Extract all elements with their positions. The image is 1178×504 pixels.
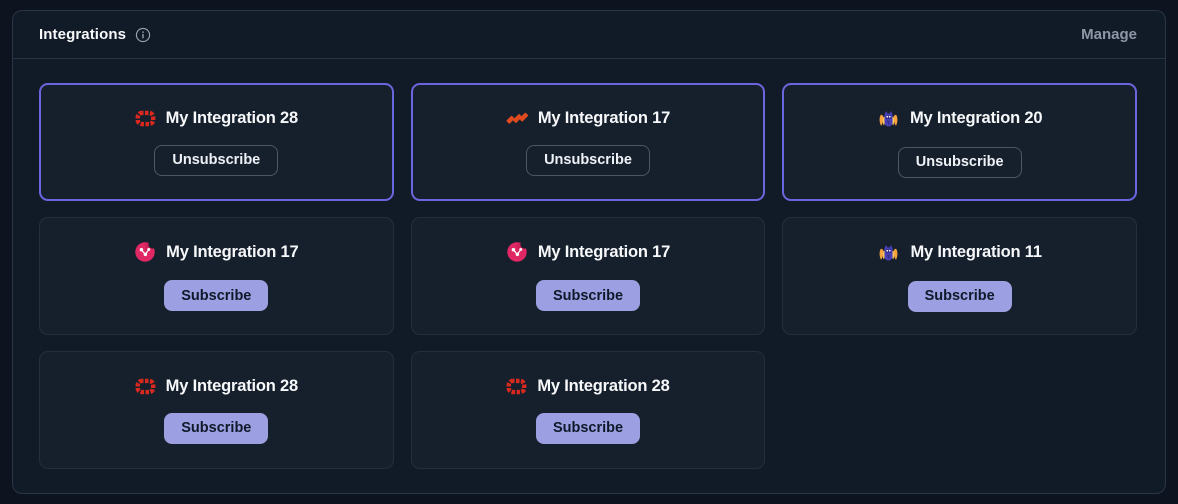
pink-molecule-icon bbox=[506, 241, 528, 263]
integration-title: My Integration 28 bbox=[165, 376, 298, 395]
integration-title-row: My Integration 17 bbox=[134, 241, 299, 263]
integration-card: My Integration 17 Subscribe bbox=[410, 217, 766, 335]
integration-title: My Integration 28 bbox=[165, 108, 298, 127]
subscribe-button[interactable]: Subscribe bbox=[164, 280, 269, 311]
red-blocks-icon bbox=[135, 110, 156, 127]
integration-title-row: My Integration 28 bbox=[135, 109, 298, 128]
orange-stripes-icon bbox=[506, 109, 528, 127]
unsubscribe-button[interactable]: Unsubscribe bbox=[526, 144, 650, 176]
integration-title-row: My Integration 17 bbox=[506, 241, 670, 263]
integration-title-row: My Integration 28 bbox=[135, 377, 298, 396]
integration-card: My Integration 28 Unsubscribe bbox=[39, 83, 394, 201]
integration-card: My Integration 17 Subscribe bbox=[39, 217, 394, 335]
purple-mascot-icon bbox=[877, 107, 900, 130]
panel-header: Integrations Manage bbox=[13, 11, 1165, 59]
integration-title-row: My Integration 20 bbox=[877, 107, 1042, 130]
integrations-panel: Integrations Manage My Integration 2 bbox=[12, 10, 1166, 494]
unsubscribe-button[interactable]: Unsubscribe bbox=[154, 144, 279, 176]
integration-card: My Integration 28 Subscribe bbox=[410, 351, 766, 469]
subscribe-button[interactable]: Subscribe bbox=[907, 280, 1012, 312]
integration-card: My Integration 11 Subscribe bbox=[782, 217, 1137, 335]
integration-title-row: My Integration 17 bbox=[506, 109, 670, 128]
integration-title: My Integration 17 bbox=[166, 242, 299, 261]
manage-button[interactable]: Manage bbox=[1081, 26, 1137, 43]
page-title: Integrations bbox=[39, 26, 127, 43]
subscribe-button[interactable]: Subscribe bbox=[535, 412, 641, 444]
pink-molecule-icon bbox=[134, 241, 157, 263]
subscribe-button[interactable]: Subscribe bbox=[164, 412, 269, 444]
integration-card: My Integration 17 Unsubscribe bbox=[410, 83, 766, 201]
integration-title-row: My Integration 11 bbox=[877, 241, 1042, 264]
integration-title-row: My Integration 28 bbox=[506, 376, 670, 396]
subscribe-button[interactable]: Subscribe bbox=[535, 280, 641, 311]
integration-card: My Integration 28 Subscribe bbox=[39, 351, 394, 469]
red-blocks-icon bbox=[135, 378, 156, 395]
purple-mascot-icon bbox=[877, 241, 900, 264]
integration-title: My Integration 20 bbox=[910, 108, 1043, 127]
red-blocks-icon bbox=[506, 378, 527, 395]
integration-title: My Integration 11 bbox=[910, 242, 1042, 261]
unsubscribe-button[interactable]: Unsubscribe bbox=[897, 146, 1022, 178]
info-icon[interactable] bbox=[135, 27, 151, 43]
integrations-grid: My Integration 28 Unsubscribe My Integra… bbox=[13, 59, 1165, 495]
integration-title: My Integration 17 bbox=[537, 108, 671, 127]
integration-title: My Integration 28 bbox=[537, 376, 670, 395]
integration-title: My Integration 17 bbox=[537, 242, 671, 261]
integration-card: My Integration 20 Unsubscribe bbox=[782, 83, 1137, 201]
